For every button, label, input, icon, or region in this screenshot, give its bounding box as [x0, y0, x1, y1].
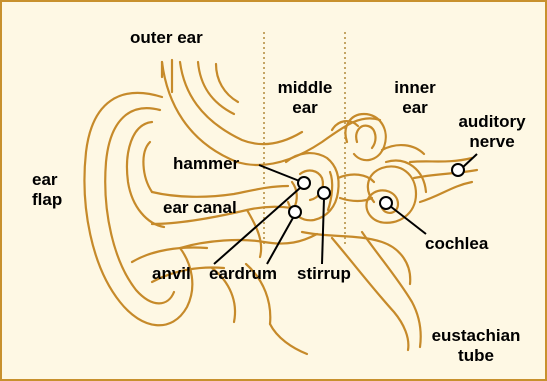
- label-eardrum: eardrum: [209, 264, 277, 284]
- label-eustachian-tube-line1: eustachian: [426, 326, 526, 346]
- auditory-nerve-pointer: [452, 164, 464, 176]
- stirrup-pointer: [318, 187, 330, 199]
- label-outer-ear: outer ear: [130, 28, 203, 48]
- stirrup-leader: [322, 198, 324, 264]
- label-ear-flap-line1: ear: [32, 170, 62, 190]
- label-middle-ear-line1: middle: [268, 78, 342, 98]
- label-middle-ear: middle ear: [268, 78, 342, 118]
- label-inner-ear: inner ear: [386, 78, 444, 118]
- auditory-nerve-leader: [462, 154, 477, 168]
- label-inner-ear-line2: ear: [386, 98, 444, 118]
- eardrum-pointer: [289, 206, 301, 218]
- label-ear-canal: ear canal: [163, 198, 237, 218]
- label-auditory-nerve-line1: auditory: [452, 112, 532, 132]
- hammer-leader: [259, 165, 302, 182]
- cochlea-leader: [390, 206, 426, 234]
- hammer-pointer: [298, 177, 310, 189]
- label-cochlea: cochlea: [425, 234, 488, 254]
- label-auditory-nerve: auditory nerve: [452, 112, 532, 152]
- label-stirrup: stirrup: [297, 264, 351, 284]
- eardrum-leader: [267, 216, 294, 264]
- label-anvil: anvil: [152, 264, 191, 284]
- label-inner-ear-line1: inner: [386, 78, 444, 98]
- label-ear-flap: ear flap: [32, 170, 62, 210]
- label-auditory-nerve-line2: nerve: [452, 132, 532, 152]
- label-eustachian-tube: eustachian tube: [426, 326, 526, 366]
- label-ear-flap-line2: flap: [32, 190, 62, 210]
- label-eustachian-tube-line2: tube: [426, 346, 526, 366]
- label-hammer: hammer: [173, 154, 239, 174]
- label-middle-ear-line2: ear: [268, 98, 342, 118]
- cochlea-pointer: [380, 197, 392, 209]
